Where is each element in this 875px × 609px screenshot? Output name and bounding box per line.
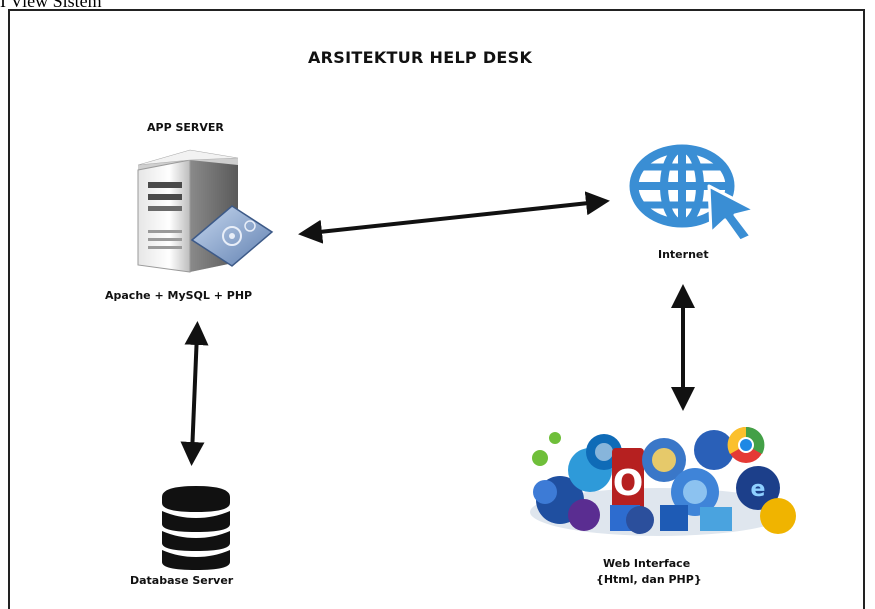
top-caption: I View Sistem (0, 0, 102, 11)
database-label: Database Server (130, 574, 234, 587)
arrow-server-database (180, 321, 209, 466)
database-icon (162, 486, 230, 570)
internet-label: Internet (658, 248, 709, 261)
browser-logos-cluster-icon: O e (522, 418, 798, 540)
globe-cursor-icon (629, 144, 757, 243)
web-interface-label: Web Interface (603, 557, 691, 570)
server-icon (137, 149, 274, 273)
svg-text:O: O (613, 463, 644, 504)
arrow-server-internet (298, 191, 610, 244)
web-interface-sublabel: {Html, dan PHP} (596, 573, 702, 586)
app-server-title: APP SERVER (147, 121, 224, 134)
app-server-subtitle: Apache + MySQL + PHP (105, 289, 253, 302)
svg-text:e: e (751, 477, 766, 502)
diagram-title: ARSITEKTUR HELP DESK (308, 48, 533, 67)
